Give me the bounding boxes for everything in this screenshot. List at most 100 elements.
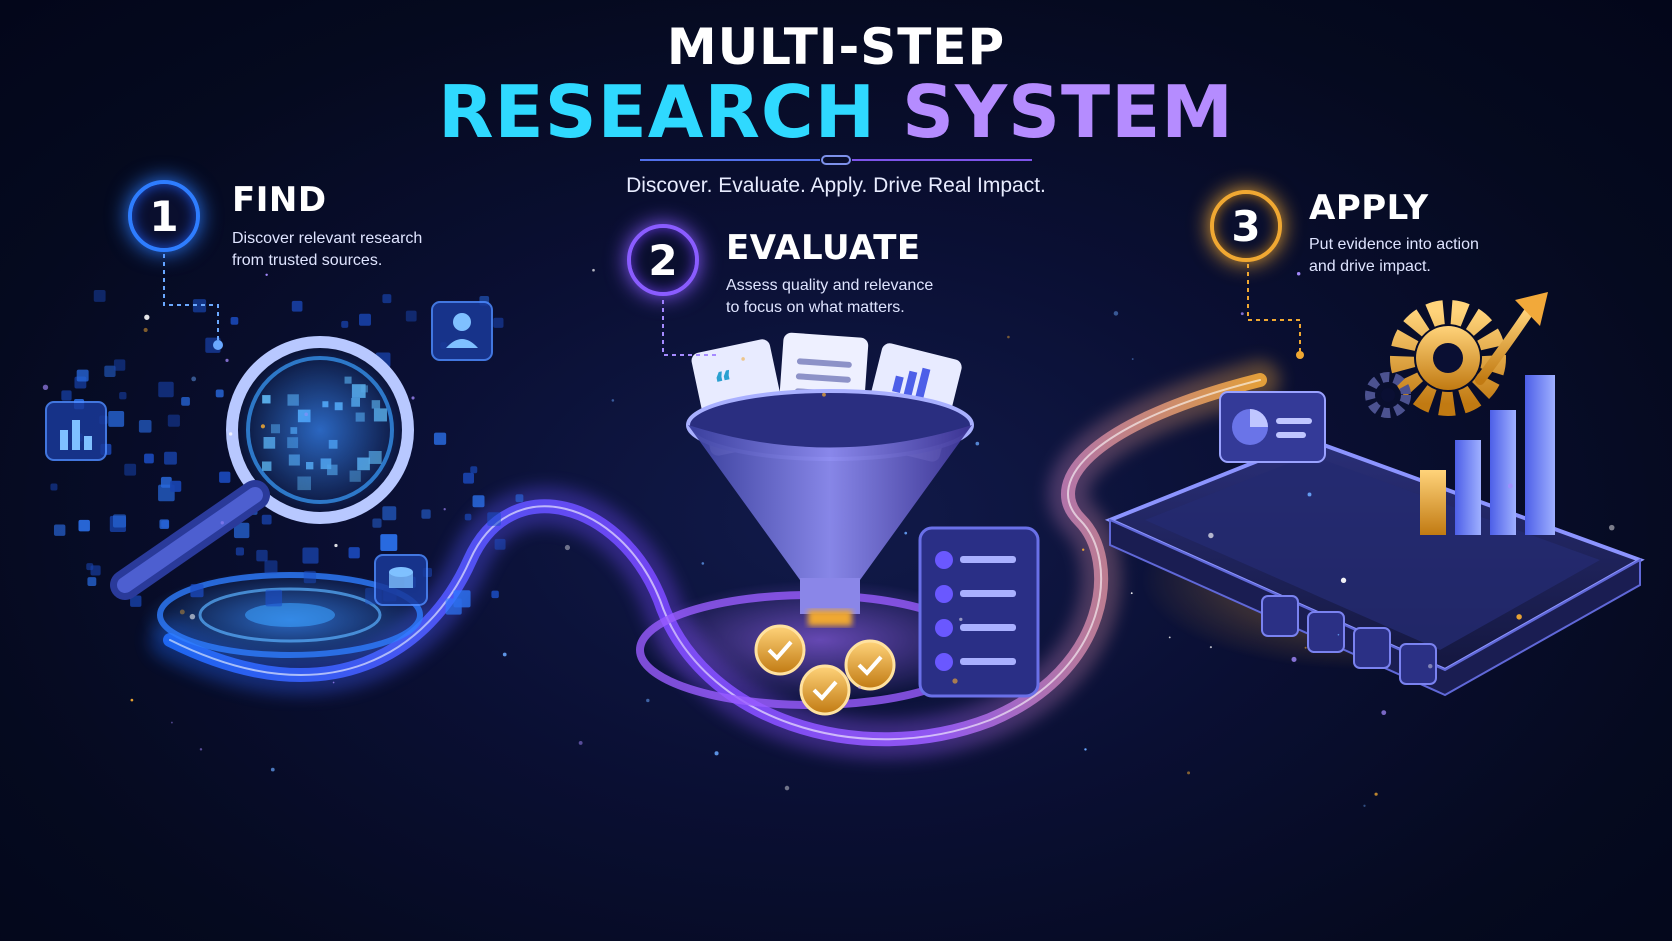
- data-cube: [113, 359, 126, 371]
- gear-icon: [1390, 300, 1506, 416]
- sparkle: [1168, 636, 1171, 639]
- sparkle: [741, 357, 745, 361]
- data-cube: [265, 589, 283, 607]
- data-cube: [261, 514, 272, 525]
- data-cube: [104, 365, 116, 377]
- data-cube: [472, 495, 485, 508]
- data-cube: [233, 522, 250, 539]
- funnel-icon: [688, 425, 972, 580]
- user-button-icon: [1307, 611, 1345, 653]
- sparkle: [265, 273, 268, 277]
- sparkle: [1307, 492, 1312, 497]
- data-cube: [358, 313, 371, 326]
- sparkle: [1209, 646, 1212, 649]
- step-3-description-line-1: Put evidence into action: [1309, 236, 1479, 253]
- sparkle: [270, 767, 275, 772]
- data-cube: [61, 390, 72, 401]
- check-coin-icons: [754, 624, 896, 716]
- data-cube: [264, 560, 278, 574]
- data-cube: [93, 290, 106, 302]
- sparkle: [822, 392, 826, 397]
- sparkle: [1291, 656, 1297, 662]
- sparkle: [1304, 646, 1307, 649]
- data-cube: [515, 494, 524, 503]
- sparkle: [1507, 483, 1513, 489]
- sparkle: [952, 678, 958, 684]
- data-cube: [380, 534, 398, 552]
- sparkle: [502, 652, 507, 657]
- sparkle: [228, 432, 233, 436]
- sparkle: [564, 544, 571, 551]
- sparkle: [1608, 524, 1615, 531]
- data-cube: [87, 577, 97, 587]
- step-3-description-line-2: and drive impact.: [1309, 258, 1431, 275]
- step-2-description: Assess quality and relevance to focus on…: [726, 275, 966, 319]
- sparkle: [1130, 592, 1133, 595]
- growth-arrow-icon: [1475, 305, 1535, 385]
- data-cube: [164, 451, 177, 465]
- data-cube: [256, 549, 268, 562]
- data-cube: [341, 320, 349, 328]
- sparkle: [130, 698, 134, 702]
- step-2-number-badge: 2: [627, 224, 699, 296]
- sparkle: [904, 531, 908, 535]
- data-cube: [494, 538, 506, 550]
- data-cube: [491, 590, 499, 599]
- sparkle: [1007, 335, 1010, 339]
- team-button-icon: [1261, 595, 1299, 637]
- sparkle: [1516, 614, 1522, 620]
- step-3-description: Put evidence into action and drive impac…: [1309, 234, 1549, 278]
- sparkle: [611, 399, 615, 402]
- data-cube: [138, 419, 152, 433]
- data-cube: [158, 381, 174, 398]
- data-cube: [124, 463, 137, 476]
- sparkle: [1131, 358, 1134, 360]
- data-cube: [170, 480, 182, 492]
- sparkle: [443, 508, 446, 511]
- sparkle: [189, 613, 196, 620]
- data-cube: [76, 369, 89, 382]
- step-1-description-line-2: from trusted sources.: [232, 252, 383, 269]
- step-1-description: Discover relevant research from trusted …: [232, 228, 472, 272]
- data-cube: [215, 389, 224, 398]
- sparkle: [784, 785, 790, 791]
- data-cube: [470, 466, 478, 474]
- sparkle: [304, 412, 308, 417]
- sparkle: [1337, 633, 1340, 636]
- step-2-title: EVALUATE: [726, 228, 921, 268]
- step-1-number-badge: 1: [128, 180, 200, 252]
- step-3-number-badge: 3: [1210, 190, 1282, 262]
- data-cube: [487, 512, 501, 526]
- data-cube: [130, 595, 142, 607]
- sparkle: [191, 376, 197, 382]
- title-divider: [640, 155, 1032, 165]
- data-cube: [230, 316, 239, 325]
- sparkle: [42, 384, 49, 391]
- sparkle: [592, 268, 595, 272]
- sparkle: [199, 748, 203, 751]
- data-cube: [493, 317, 504, 328]
- data-cube: [190, 584, 204, 598]
- data-cube: [112, 514, 127, 528]
- data-cube: [181, 396, 190, 406]
- data-cube: [53, 524, 66, 536]
- data-cube: [219, 471, 231, 483]
- title-line-1: MULTI-STEP: [666, 18, 1006, 76]
- sparkle: [332, 681, 335, 684]
- gear-button-icon: [1399, 643, 1437, 685]
- sparkle: [858, 686, 862, 690]
- data-cube: [421, 509, 431, 519]
- data-cube: [167, 414, 180, 427]
- small-gear-icon: [1365, 372, 1411, 418]
- sparkle: [143, 327, 148, 333]
- data-cube: [108, 410, 125, 427]
- sparkle: [1374, 792, 1378, 796]
- data-cube: [382, 294, 392, 304]
- apply-illustration: [1104, 264, 1645, 697]
- sparkle: [170, 721, 173, 724]
- step-3-title: APPLY: [1309, 188, 1429, 228]
- sparkle: [1084, 748, 1087, 751]
- data-cube: [405, 310, 417, 322]
